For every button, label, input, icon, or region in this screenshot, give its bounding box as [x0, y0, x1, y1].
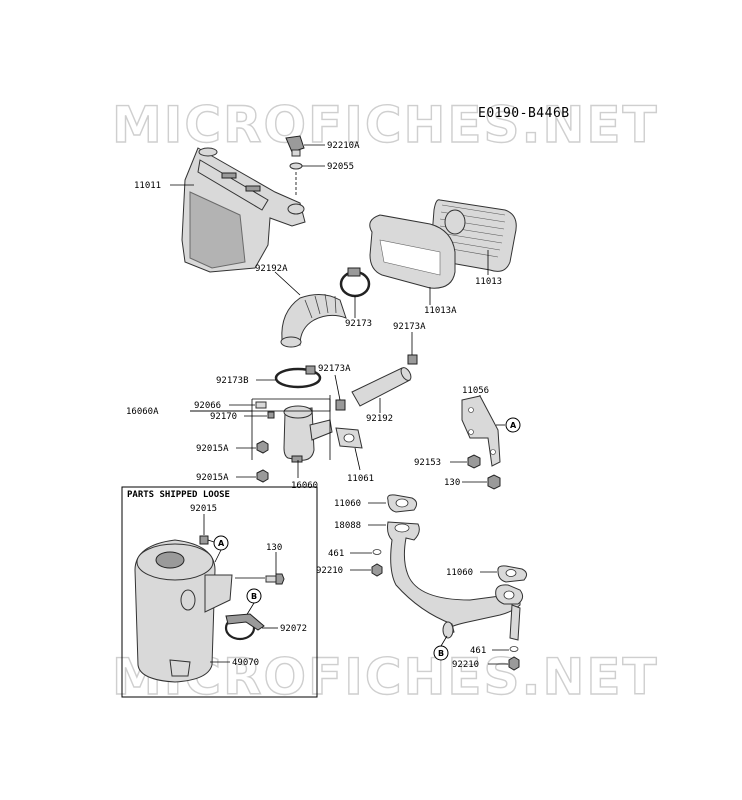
- label-130-box: 130: [266, 543, 282, 553]
- label-92210-right: 92210: [452, 660, 479, 670]
- svg-text:B: B: [438, 649, 444, 658]
- elbow-hose: [280, 293, 347, 348]
- box-title: PARTS SHIPPED LOOSE: [127, 490, 230, 500]
- knob-part: [285, 135, 305, 196]
- label-11013: 11013: [475, 277, 502, 287]
- nut-92210-right: [508, 656, 520, 671]
- label-92153: 92153: [414, 458, 441, 468]
- label-92173B: 92173B: [216, 376, 249, 386]
- svg-text:A: A: [510, 421, 517, 430]
- ref-marker-a-box: A: [213, 535, 229, 551]
- gasket-11060-right: [497, 565, 528, 583]
- label-92173: 92173: [345, 319, 372, 329]
- gasket-11061: [335, 427, 363, 449]
- screw-92170: [267, 411, 275, 419]
- label-18088: 18088: [334, 521, 361, 531]
- bolt-130-right: [487, 474, 501, 490]
- exhaust-pipe: [387, 521, 524, 641]
- label-92170: 92170: [210, 412, 237, 422]
- label-92210-left: 92210: [316, 566, 343, 576]
- straight-hose: [351, 367, 412, 407]
- air-cleaner-housing: [181, 147, 306, 273]
- label-92173A-top: 92173A: [393, 322, 426, 332]
- label-461-left: 461: [328, 549, 344, 559]
- pre-cleaner: [369, 214, 456, 289]
- muffler: [134, 539, 233, 683]
- svg-text:B: B: [251, 592, 257, 601]
- watermark-top: MICROFICHES.NET: [112, 96, 659, 154]
- label-92015: 92015: [190, 504, 217, 514]
- nut-92210-left: [371, 563, 383, 577]
- label-11056: 11056: [462, 386, 489, 396]
- label-92015A-1: 92015A: [196, 444, 229, 454]
- hose-clamp: [339, 267, 371, 298]
- label-92015A-2: 92015A: [196, 473, 229, 483]
- plug-92066: [255, 401, 267, 409]
- bracket-11056: [461, 395, 501, 467]
- bolt-130-box: [265, 573, 285, 585]
- intake-pipe: [283, 405, 333, 463]
- nut-92015: [199, 535, 209, 545]
- svg-text:A: A: [218, 539, 225, 548]
- label-11060-right: 11060: [446, 568, 473, 578]
- label-92192: 92192: [366, 414, 393, 424]
- clamp-small-top: [407, 354, 418, 365]
- label-92210A: 92210A: [327, 141, 360, 151]
- label-11061: 11061: [347, 474, 374, 484]
- ref-marker-b-box: B: [246, 588, 262, 604]
- label-461-right: 461: [470, 646, 486, 656]
- ref-marker-b-right: B: [433, 645, 449, 661]
- gasket-11060-top: [387, 494, 418, 513]
- label-49070: 49070: [232, 658, 259, 668]
- label-16060: 16060: [291, 481, 318, 491]
- label-11060-top: 11060: [334, 499, 361, 509]
- nut-92015A-2: [256, 469, 269, 483]
- label-92055: 92055: [327, 162, 354, 172]
- label-11011: 11011: [134, 181, 161, 191]
- label-92192A: 92192A: [255, 264, 288, 274]
- bolt-92153: [467, 454, 481, 469]
- label-16060A: 16060A: [126, 407, 159, 417]
- parts-shipped-loose-box: [121, 486, 318, 698]
- nut-92015A-1: [256, 440, 269, 454]
- label-130-right: 130: [444, 478, 460, 488]
- label-92173A-mid: 92173A: [318, 364, 351, 374]
- label-92072: 92072: [280, 624, 307, 634]
- clamp-92072: [224, 613, 265, 641]
- washer-461-left: [372, 549, 382, 555]
- label-11013A: 11013A: [424, 306, 457, 316]
- clamp-small-mid: [335, 399, 346, 411]
- washer-461-right: [509, 646, 519, 652]
- label-92066: 92066: [194, 401, 221, 411]
- large-clamp: [274, 365, 322, 389]
- diagram-code: E0190-B446B: [478, 106, 570, 121]
- ref-marker-a-right: A: [505, 417, 521, 433]
